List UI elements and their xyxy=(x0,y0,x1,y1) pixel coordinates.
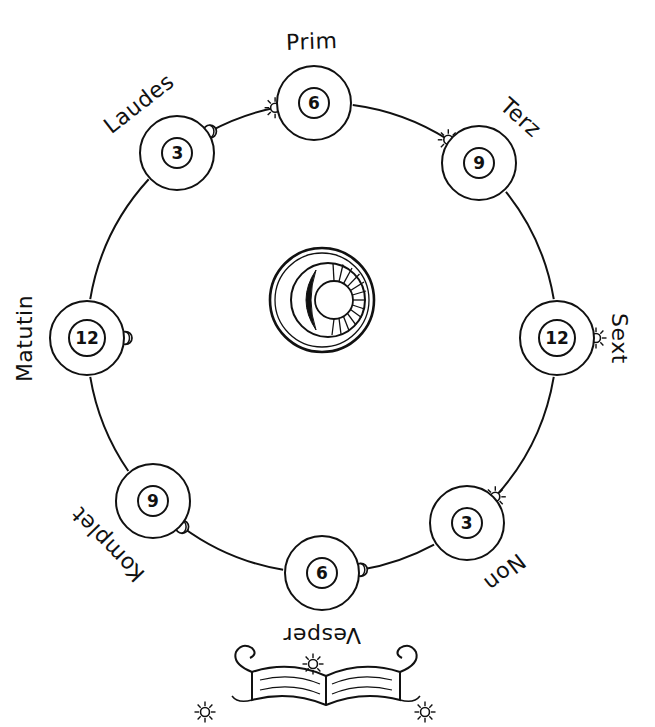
staircase-drawing xyxy=(270,248,374,352)
hour-circle: Laudes3 xyxy=(139,115,215,191)
hour-circle: Vesper6 xyxy=(284,535,360,611)
hour-name: Terz xyxy=(495,93,546,142)
hour-name: Sext xyxy=(606,313,631,364)
hour-number: 3 xyxy=(161,137,193,169)
hour-circle: Sext12 xyxy=(519,300,595,376)
ring-arc xyxy=(506,192,554,299)
ring-arc xyxy=(495,377,553,497)
hour-number: 12 xyxy=(538,319,576,357)
sun-symbol xyxy=(265,97,607,507)
ring-arc xyxy=(361,545,434,570)
hour-number: 3 xyxy=(451,507,483,539)
hour-name: Prim xyxy=(285,28,337,55)
hour-circle: Non3 xyxy=(429,485,505,561)
hour-number: 6 xyxy=(306,557,338,589)
hour-number: 12 xyxy=(68,319,106,357)
hour-name: Vesper xyxy=(283,623,361,648)
hour-circle: Komplet9 xyxy=(115,463,191,539)
hour-name: Komplet xyxy=(67,502,150,587)
ring-arc xyxy=(182,527,283,570)
hour-name: Matutin xyxy=(13,294,38,381)
ring-arc xyxy=(210,108,275,132)
ring-arc xyxy=(90,377,128,471)
ring-arc xyxy=(353,105,448,140)
hour-circle: Matutin12 xyxy=(49,300,125,376)
hour-name: Laudes xyxy=(99,69,179,139)
hour-number: 9 xyxy=(137,485,169,517)
hour-circle: Terz9 xyxy=(441,125,517,201)
hour-circle: Prim6 xyxy=(276,65,352,141)
hour-name: Non xyxy=(479,548,530,596)
book-ornament xyxy=(195,646,436,723)
ring-arc xyxy=(90,179,148,299)
hour-number: 6 xyxy=(298,87,330,119)
hour-number: 9 xyxy=(463,147,495,179)
